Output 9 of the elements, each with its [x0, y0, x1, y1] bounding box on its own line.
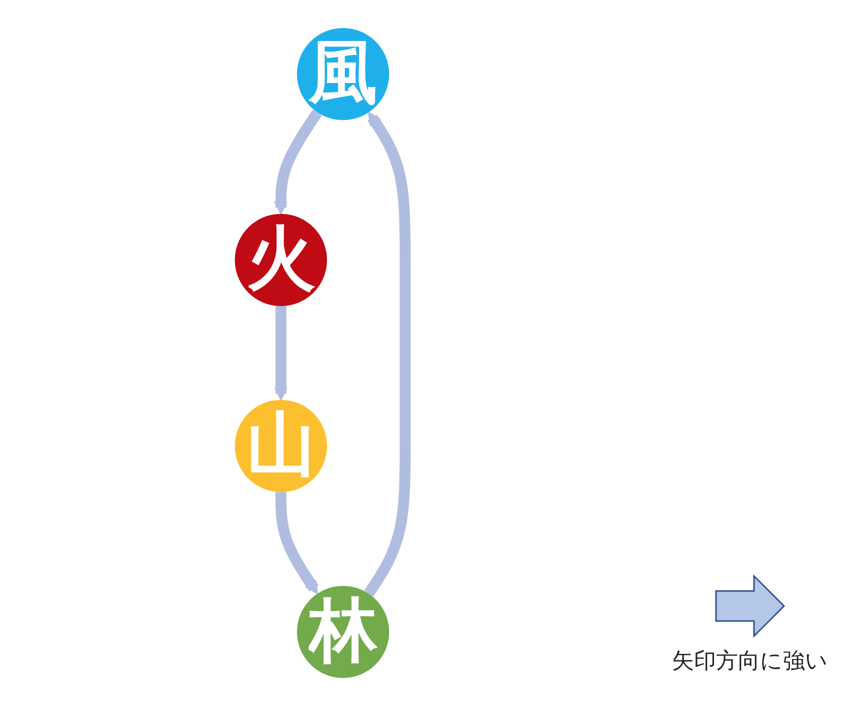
arrow: [274, 109, 322, 215]
arrow: [364, 112, 411, 597]
arrow: [274, 306, 288, 400]
legend-text: 矢印方向に強い: [672, 648, 828, 676]
node-circle: 風: [296, 28, 390, 120]
node-circle: 山: [234, 400, 328, 492]
node-circle: 火: [234, 214, 328, 306]
node-circle: 林: [296, 586, 390, 678]
arrow: [275, 492, 319, 594]
